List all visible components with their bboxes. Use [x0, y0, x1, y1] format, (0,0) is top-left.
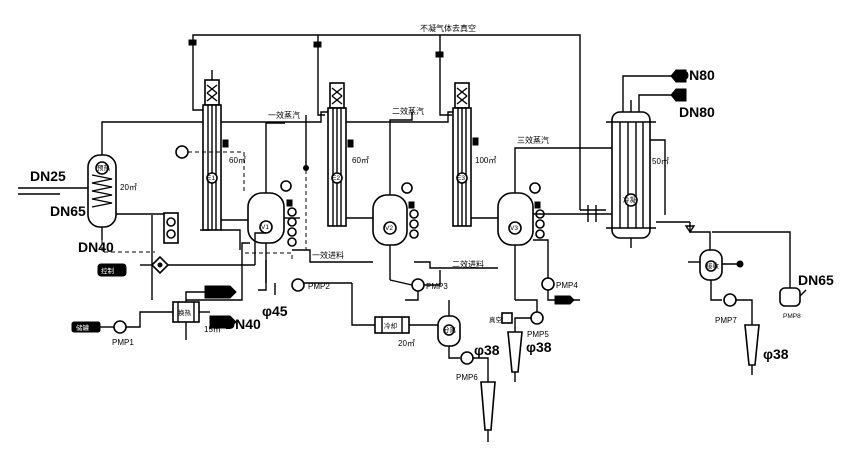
- pmp8-label: PMP8: [783, 313, 801, 320]
- cooler: 冷却 20㎡: [374, 316, 440, 348]
- dn40-bottom-label: DN40: [225, 316, 261, 332]
- pmp6-label: PMP6: [456, 373, 478, 382]
- exchanger-area: 15㎡: [204, 325, 221, 334]
- condenser-area: 50㎡: [652, 157, 669, 166]
- dn25-label: DN25: [30, 168, 66, 184]
- feed-section: 控制: [97, 145, 293, 300]
- pmp2-label: PMP2: [308, 282, 330, 291]
- effect-2-tag: E2: [332, 175, 340, 182]
- phi38-b-label: φ38: [526, 339, 552, 355]
- separator-2-tag: V2: [385, 225, 393, 232]
- exchanger-tag: 换热: [178, 308, 192, 317]
- effect-2: E2 60㎡ V2 二效蒸汽: [221, 82, 424, 280]
- receiver-tag: 接收: [706, 261, 720, 270]
- effect-1: E1 60㎡ V1 一效蒸汽: [202, 70, 300, 295]
- separator-3-tag: V3: [510, 225, 518, 232]
- pmp1-label: PMP1: [112, 338, 134, 347]
- condensate-receiver: 接收 PMP7 PMP8: [684, 222, 807, 375]
- effect-2-area: 60㎡: [352, 156, 369, 165]
- pmp5-label: PMP5: [527, 330, 549, 339]
- feed2-label: 二效进料: [452, 259, 484, 269]
- phi38-c-label: φ38: [763, 346, 789, 362]
- separator-1-tag: V1: [261, 224, 269, 231]
- effect-3-area: 100㎡: [475, 156, 496, 165]
- vacuum-header: 不凝气体去真空: [188, 23, 581, 210]
- effect-3: E3 100㎡ V3 三效蒸汽: [346, 82, 612, 300]
- effect-2-steam: 二效蒸汽: [392, 106, 424, 116]
- heat-exchanger-section: 储罐 PMP1 换热 15㎡: [71, 242, 250, 347]
- pump-2-section: PMP2 一效进料: [284, 115, 375, 326]
- preheater: 预热 20㎡: [87, 121, 205, 240]
- cooler-area: 20㎡: [398, 339, 415, 348]
- cooler-tag: 冷却: [384, 321, 397, 330]
- pump-4-5-section: PMP4 PMP5 真空: [489, 239, 580, 382]
- preheater-area: 20㎡: [120, 183, 137, 192]
- condenser-tag: 冷凝: [623, 195, 637, 204]
- pmp7-label: PMP7: [715, 316, 737, 325]
- separator-tag: 分离: [443, 325, 457, 334]
- main-condenser: 冷凝 50㎡: [606, 69, 690, 248]
- dn65-right-label: DN65: [798, 272, 834, 288]
- effect-1-area: 60㎡: [229, 156, 246, 165]
- phi45-label: φ45: [262, 303, 288, 319]
- effect-3-steam: 三效蒸汽: [517, 135, 549, 145]
- dn80-b-label: DN80: [679, 104, 715, 120]
- preheater-tag: 预热: [97, 163, 111, 172]
- dn80-a-label: DN80: [679, 67, 715, 83]
- pmp3-label: PMP3: [426, 282, 448, 291]
- effect-1-tag: E1: [207, 175, 215, 182]
- effect-3-tag: E3: [457, 175, 465, 182]
- pmp4-label: PMP4: [556, 281, 578, 290]
- connecting-lines: [200, 170, 606, 250]
- feed1-label: 一效进料: [312, 250, 344, 260]
- effect-1-steam: 一效蒸汽: [268, 110, 300, 120]
- phi38-a-label: φ38: [474, 342, 500, 358]
- dn40-left-label: DN40: [78, 239, 114, 255]
- dn65-left-label: DN65: [50, 203, 86, 219]
- pump-3-section: PMP3 二效进料: [389, 259, 498, 301]
- vacuum-tag: 真空: [489, 315, 503, 324]
- control-tag: 控制: [101, 266, 115, 275]
- separator-pmp6: 分离 PMP6: [437, 300, 496, 442]
- tank-tag: 储罐: [76, 323, 90, 332]
- vacuum-header-label: 不凝气体去真空: [420, 23, 476, 33]
